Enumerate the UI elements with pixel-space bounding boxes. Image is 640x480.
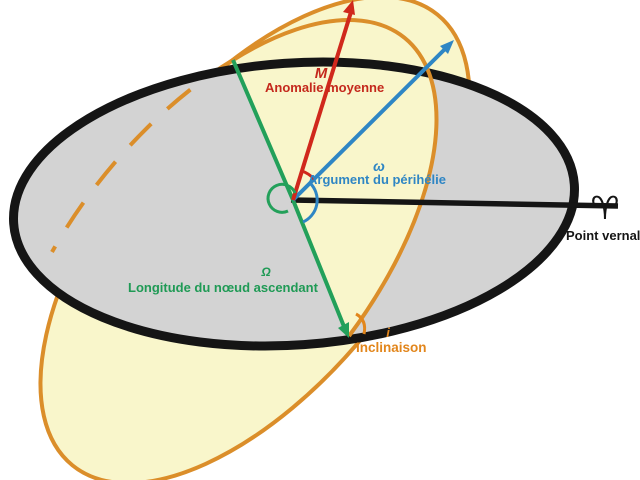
inclination-label: Inclinaison [356,340,427,355]
ascending-node-symbol: Ω [260,265,271,279]
mean-anomaly-angle-arc [301,169,316,181]
mean-anomaly-symbol: M [315,65,328,82]
mean-anomaly-line [291,11,353,201]
mean-anomaly-label: Anomalie moyenne [265,80,384,95]
orbital-plane-upper-wedge [233,20,437,337]
perihelion-arrowhead [440,40,454,54]
mean-anomaly-arrowhead [343,0,355,15]
argument-perihelion-label: Argument du périhélie [308,172,446,187]
perihelion-direction-line [291,44,450,202]
longitude-node-angle-arc [266,182,297,214]
argument-perihelion-symbol: ω [373,158,385,174]
ascending-node-arrowhead [338,322,349,338]
orbit-hidden-dashed-arc [50,58,235,253]
reference-direction-line [290,197,619,209]
vernal-point-icon: ♈ [591,190,620,226]
ascending-node-label: Longitude du nœud ascendant [128,280,319,295]
reference-plane-rim [9,57,579,351]
inclination-symbol: i [386,325,390,340]
argument-perihelion-angle-arc [302,181,319,224]
vernal-point-label: Point vernal [566,228,640,243]
inclination-angle-arc [355,312,367,335]
